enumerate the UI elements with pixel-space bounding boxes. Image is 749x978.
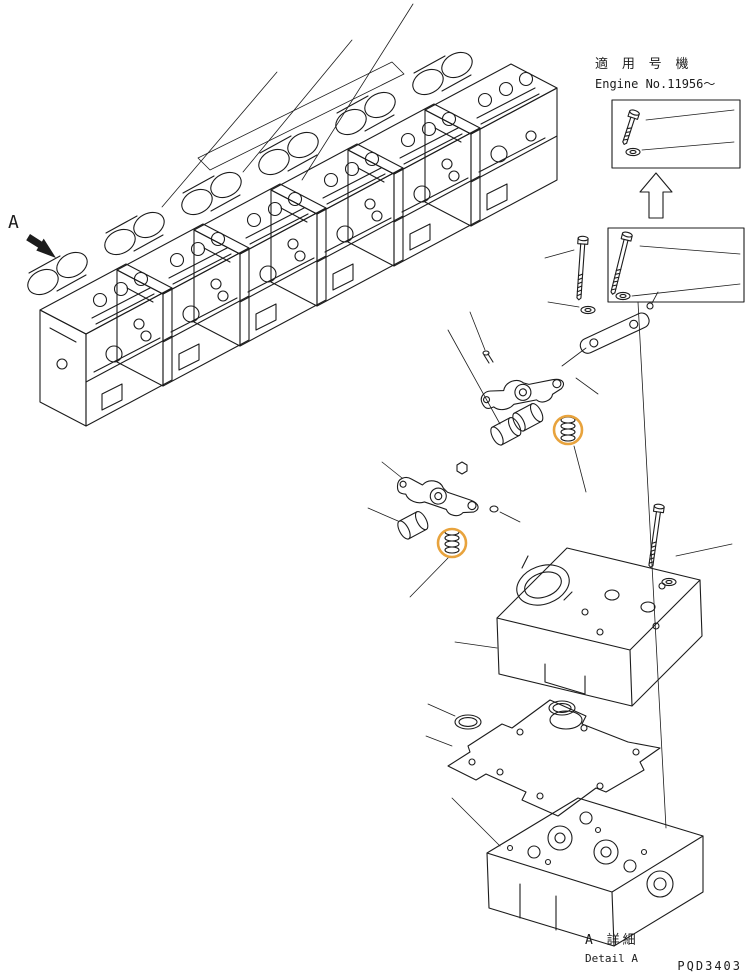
cylinder-head-assembly-row: [22, 46, 558, 427]
view-a-label: A: [8, 212, 19, 233]
drawing-code: PQD3403: [677, 959, 742, 973]
head-unit-2: [99, 206, 250, 387]
valve-spring-2: [409, 527, 468, 598]
washer-icon: [615, 291, 631, 301]
bracket-pin: [646, 302, 654, 310]
applicability-title: 適 用 号 機: [595, 56, 691, 72]
head-unit-1: [22, 246, 173, 427]
o-ring: [454, 714, 482, 730]
head-unit-6: [407, 46, 558, 227]
leader-lines-top: [161, 3, 414, 208]
head-unit-4: [253, 126, 404, 307]
rocker-shaft-bolt: [573, 235, 589, 301]
bolt-icon: [618, 108, 641, 147]
callout-box-2: [607, 227, 745, 303]
valve-spring-1: [552, 414, 587, 493]
view-a-arrow-icon: [26, 234, 56, 258]
applicability-note: 適 用 号 機 Engine No.11956～: [595, 56, 745, 303]
nut: [456, 461, 468, 475]
up-arrow-icon: [639, 172, 673, 219]
rocker-shaft-bracket: [561, 291, 659, 367]
o-ring: [548, 700, 576, 716]
callout-box-1-leaders: [641, 109, 735, 151]
bushing: [487, 415, 524, 448]
bushing-single: [367, 507, 431, 542]
bushing-pair: [447, 329, 546, 448]
pad: [489, 505, 499, 513]
callout-box-1: [611, 99, 741, 169]
detail-caption-en: Detail A: [585, 952, 638, 965]
washer: [661, 577, 677, 587]
bolt-leaders: [544, 249, 580, 308]
mounting-bolt: [645, 503, 666, 569]
callout-box-2-leaders: [631, 245, 741, 297]
cylinder-head-detail: [451, 797, 704, 947]
mounting-bolt-leader: [675, 543, 733, 557]
detail-caption-jp: A 詳細: [585, 932, 639, 948]
engine-number: Engine No.11956～: [595, 77, 715, 91]
washer: [580, 305, 596, 315]
bolt-icon: [607, 230, 634, 296]
rocker-housing: [454, 547, 703, 707]
head-gasket: [425, 699, 661, 817]
bushing: [394, 509, 431, 542]
o-ring-leader: [427, 703, 456, 717]
washer-icon: [625, 147, 641, 157]
highlight-circle-1: [552, 414, 584, 446]
head-unit-3: [176, 166, 327, 347]
bushing: [509, 401, 546, 434]
adjusting-screw: [482, 350, 490, 356]
highlight-circle-2: [436, 527, 468, 559]
rocker-arm-lower: [381, 461, 521, 523]
rocker-arm-upper: [469, 311, 599, 420]
head-unit-5: [330, 86, 481, 267]
assembly-centerline: [637, 301, 667, 829]
